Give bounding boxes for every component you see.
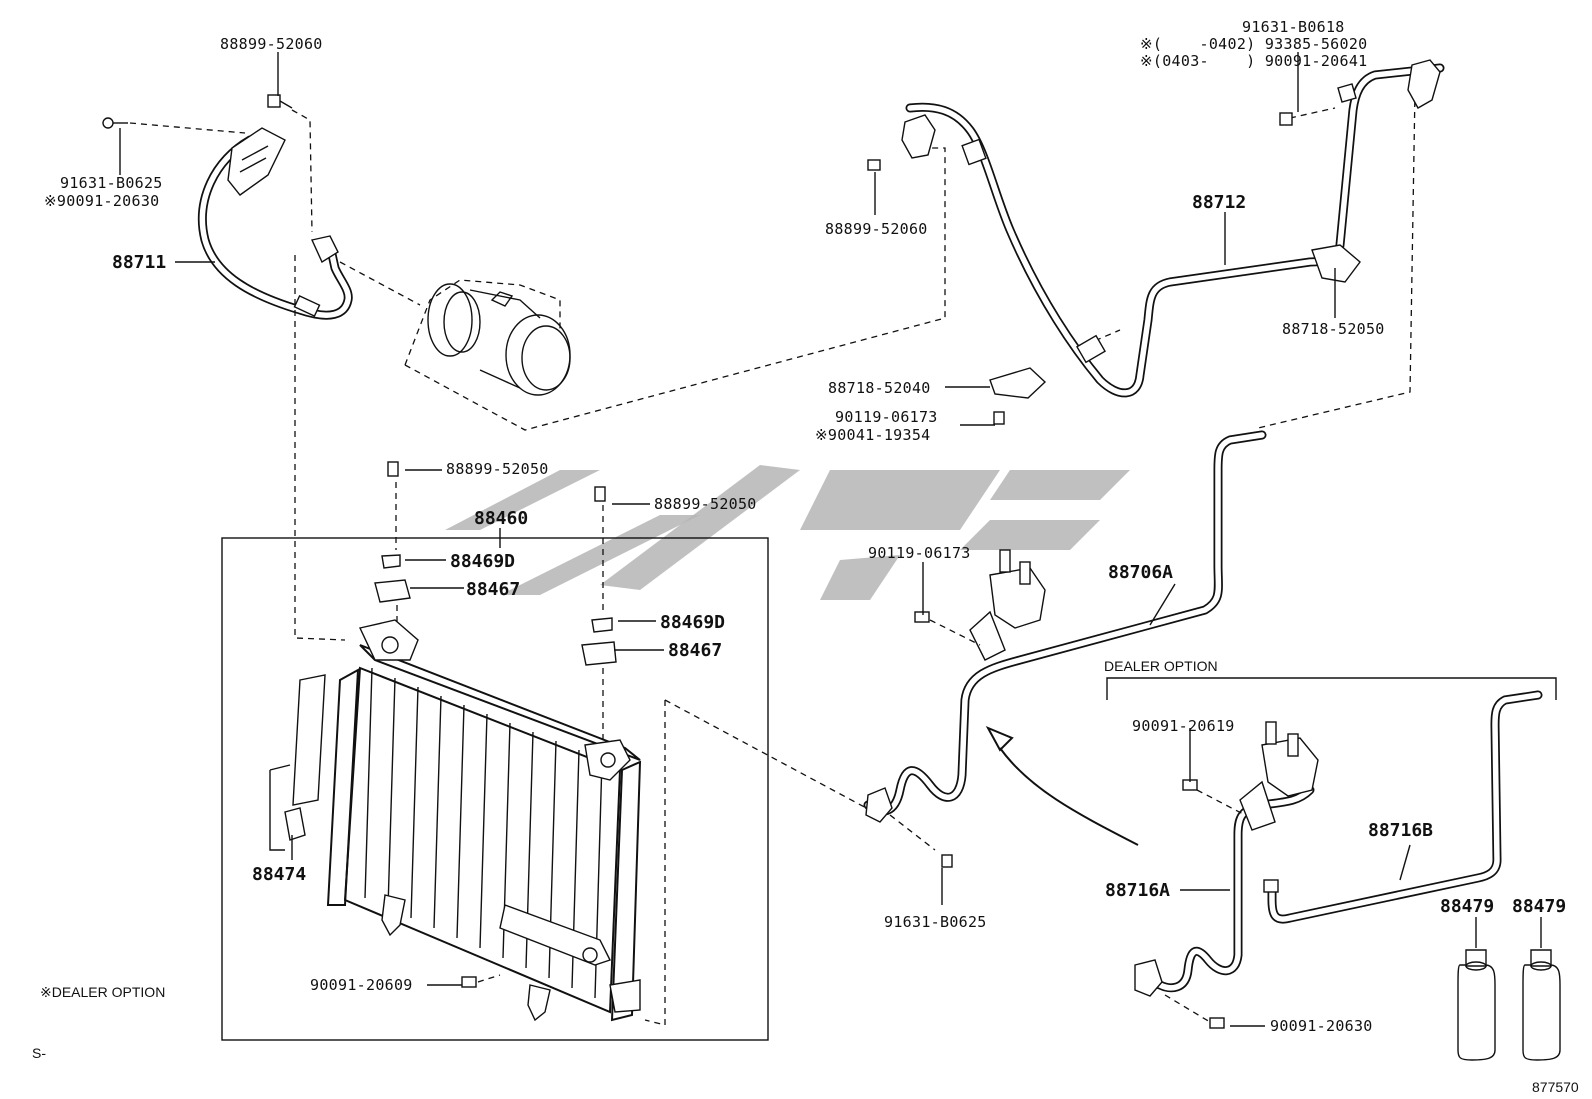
label-90091-20630-bottom: 90091-20630 <box>1270 1017 1373 1035</box>
label-88479-a: 88479 <box>1440 896 1494 917</box>
label-90091-20609: 90091-20609 <box>310 976 413 994</box>
watermark-logo <box>445 465 1130 600</box>
label-88716a: 88716A <box>1105 880 1170 901</box>
label-90119-06173-b: 90119-06173 <box>868 544 971 562</box>
label-90091-20630-left: ※90091-20630 <box>44 192 160 210</box>
label-88718-52040: 88718-52040 <box>828 379 931 397</box>
footer-mark: S- <box>32 1045 46 1061</box>
dealer-option-note: ※DEALER OPTION <box>40 984 165 1000</box>
dealer-option-box <box>1106 677 1561 1061</box>
label-88899-52060-mid: 88899-52060 <box>825 220 928 238</box>
discharge-hose-88711 <box>102 94 353 320</box>
label-88899-52050-b: 88899-52050 <box>654 495 757 513</box>
leader-lines-top <box>129 89 1416 641</box>
label-88706a: 88706A <box>1108 562 1173 583</box>
liquid-tube-88706a <box>863 430 1267 868</box>
direction-arrow <box>985 725 1139 846</box>
leader-lines-condenser <box>395 482 871 1026</box>
label-90091-20641: ※(0403- ) 90091-20641 <box>1140 52 1367 70</box>
compressor-outline <box>404 279 571 396</box>
diagram-id: 877570 <box>1532 1079 1579 1095</box>
label-93385-56020: ※( -0402) 93385-56020 <box>1140 35 1367 53</box>
label-88479-b: 88479 <box>1512 896 1566 917</box>
label-88467-b: 88467 <box>668 640 722 661</box>
label-88711: 88711 <box>112 252 166 273</box>
condenser-assembly-box <box>221 461 769 1041</box>
label-88899-52060-top: 88899-52060 <box>220 35 323 53</box>
label-88718-52050: 88718-52050 <box>1282 320 1385 338</box>
label-90119-06173-a: 90119-06173 <box>835 408 938 426</box>
label-88469d-a: 88469D <box>450 551 515 572</box>
label-88716b: 88716B <box>1368 820 1433 841</box>
label-91631-b0625-bottom: 91631-B0625 <box>884 913 987 931</box>
label-91631-b0618: 91631-B0618 <box>1242 18 1345 36</box>
label-leaders <box>119 52 1542 1027</box>
label-90041-19354: ※90041-19354 <box>815 426 931 444</box>
label-88474: 88474 <box>252 864 306 885</box>
label-88467-a: 88467 <box>466 579 520 600</box>
part-labels: 88899-52060 91631-B0625 ※90091-20630 887… <box>32 18 1579 1095</box>
label-91631-b0625-left: 91631-B0625 <box>60 174 163 192</box>
label-88460: 88460 <box>474 508 528 529</box>
label-88899-52050-a: 88899-52050 <box>446 460 549 478</box>
label-88712: 88712 <box>1192 192 1246 213</box>
label-dealer-option-box: DEALER OPTION <box>1104 658 1218 674</box>
suction-hose-88712 <box>867 59 1445 425</box>
label-88469d-b: 88469D <box>660 612 725 633</box>
label-90091-20619: 90091-20619 <box>1132 717 1235 735</box>
